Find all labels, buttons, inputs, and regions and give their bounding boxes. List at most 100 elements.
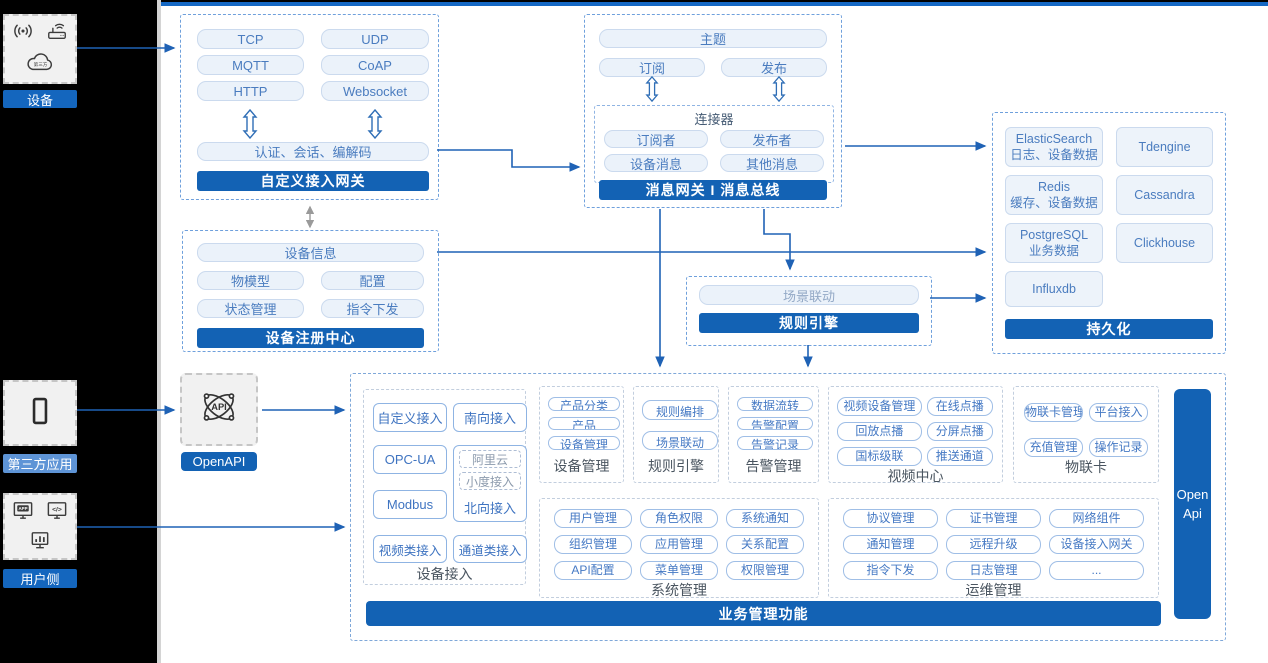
- pill-label: 用户管理: [568, 511, 617, 525]
- group-caption-text: 物联卡: [1065, 459, 1107, 475]
- device-side-label-text: 设备: [26, 92, 53, 108]
- scene-linkage-label: 场景联动: [782, 288, 835, 304]
- pill-label: 告警配置: [750, 418, 799, 431]
- device-info-pill: 设备信息: [197, 243, 424, 262]
- message-gateway-title-bar: 消息网关 I 消息总线: [599, 180, 827, 200]
- svg-text:API: API: [211, 402, 227, 412]
- message-gateway-box: 主题 订阅 发布 连接器 订阅者 发布者 设备消息 其他消息 消息网关 I 消息…: [584, 14, 842, 208]
- protocol-pill-udp: UDP: [321, 29, 429, 49]
- pill: 告警记录: [737, 436, 813, 451]
- pill-label: 通道类接入: [458, 543, 522, 558]
- pill-modbus: Modbus: [373, 490, 447, 519]
- pill-grid: 物联卡管理 平台接入 充值管理 操作记录: [1022, 403, 1150, 457]
- custom-gateway-box: TCP UDP MQTT CoAP HTTP Websocket 认证、会话、编…: [180, 14, 439, 200]
- db-desc: 日志、设备数据: [1010, 148, 1098, 162]
- pill-label: 设备管理: [559, 438, 608, 451]
- pill-grid: 用户管理 角色权限 系统通知 组织管理 应用管理 关系配置 API配置 菜单管理…: [548, 509, 810, 580]
- device-registry-box: 设备信息 物模型 配置 状态管理 指令下发 设备注册中心: [182, 230, 439, 352]
- pill: 操作记录: [1089, 438, 1148, 457]
- thing-model-pill: 物模型: [197, 271, 304, 290]
- pill: 告警配置: [737, 416, 813, 431]
- pill-label: 指令下发: [866, 563, 915, 577]
- pill: 回放点播: [837, 422, 922, 441]
- pill: 规则编排: [642, 400, 718, 420]
- topic-label: 主题: [699, 32, 726, 47]
- pill-label: 场景联动: [655, 435, 704, 450]
- pill-grid: 协议管理 证书管理 网络组件 通知管理 远程升级 设备接入网关 指令下发 日志管…: [837, 509, 1150, 580]
- thing-model-label: 物模型: [230, 274, 270, 289]
- custom-gateway-title: 自定义接入网关: [260, 173, 366, 189]
- openapi-label-text: OpenAPI: [192, 454, 246, 469]
- group-caption: 设备接入: [364, 564, 525, 584]
- pill: 证书管理: [946, 509, 1041, 528]
- group-system-mgmt: 用户管理 角色权限 系统通知 组织管理 应用管理 关系配置 API配置 菜单管理…: [539, 498, 819, 598]
- pill-label: 远程升级: [969, 537, 1018, 551]
- pill: 指令下发: [843, 561, 938, 580]
- user-side-label: 用户侧: [3, 569, 77, 588]
- device-side-label: 设备: [3, 90, 77, 108]
- group-alarm-mgmt: 数据流转 告警配置 告警记录 告警管理: [728, 386, 819, 483]
- app-icon: APP: [11, 499, 35, 527]
- updown-arrow-icon: [367, 108, 383, 144]
- device-registry-title-bar: 设备注册中心: [197, 328, 424, 348]
- pill-label: 网络组件: [1072, 511, 1121, 525]
- protocol-label: MQTT: [232, 57, 269, 73]
- openapi-vertical-bar: Open Api: [1174, 389, 1211, 619]
- persistence-title-bar: 持久化: [1005, 319, 1213, 339]
- pill-custom-access: 自定义接入: [373, 403, 447, 432]
- openapi-icon: API: [192, 382, 246, 437]
- pill: 系统通知: [726, 509, 804, 528]
- pill-label: 操作记录: [1094, 440, 1143, 454]
- pill: 菜单管理: [640, 561, 718, 580]
- pill: 产品: [548, 416, 620, 431]
- device-info-label: 设备信息: [284, 246, 337, 261]
- pill: 网络组件: [1049, 509, 1144, 528]
- group-caption-text: 系统管理: [651, 582, 707, 598]
- publisher-pill: 发布者: [720, 130, 824, 148]
- group-caption: 运维管理: [837, 580, 1150, 600]
- pill-label: 产品分类: [559, 399, 608, 411]
- cloud-icon: 第三方: [24, 50, 56, 78]
- pill: API配置: [554, 561, 632, 580]
- subscriber-pill: 订阅者: [604, 130, 708, 148]
- pill-south-access: 南向接入: [453, 403, 527, 432]
- pill: 分屏点播: [926, 422, 993, 441]
- pill-label: Modbus: [386, 497, 434, 512]
- user-side-label-text: 用户侧: [20, 572, 60, 587]
- config-pill: 配置: [321, 271, 424, 290]
- pill-label: 产品: [571, 418, 596, 431]
- pill: 充值管理: [1024, 438, 1083, 457]
- db-name: PostgreSQL: [1019, 227, 1089, 242]
- group-caption-text: 设备接入: [416, 566, 473, 582]
- scene-linkage-pill: 场景联动: [699, 285, 919, 305]
- pill-label: API配置: [571, 563, 615, 577]
- pill-label: 告警记录: [750, 438, 799, 451]
- custom-gateway-title-bar: 自定义接入网关: [197, 171, 429, 191]
- device-message-pill: 设备消息: [604, 154, 708, 172]
- pill-label: 组织管理: [568, 537, 617, 551]
- db-name: ElasticSearch: [1015, 131, 1093, 146]
- protocol-label: CoAP: [358, 57, 392, 73]
- group-video-center: 视频设备管理 在线点播 回放点播 分屏点播 国标级联 推送通道 视频中心: [828, 386, 1003, 484]
- pill-label: 自定义接入: [377, 411, 443, 426]
- panel-divider: [157, 0, 161, 663]
- north-access-label: 北向接入: [463, 501, 516, 516]
- group-ops-mgmt: 协议管理 证书管理 网络组件 通知管理 远程升级 设备接入网关 指令下发 日志管…: [828, 498, 1159, 598]
- pill: ...: [1049, 561, 1144, 580]
- openapi-label: OpenAPI: [181, 452, 257, 471]
- pill-label: 规则编排: [655, 405, 704, 419]
- db-name: Clickhouse: [1133, 235, 1196, 250]
- pill: 日志管理: [946, 561, 1041, 580]
- status-mgmt-label: 状态管理: [224, 302, 277, 317]
- svg-text:第三方: 第三方: [34, 61, 48, 68]
- user-icons-box: APP </>: [3, 493, 77, 560]
- pill-label: 推送通道: [935, 449, 984, 463]
- pill-label: 权限管理: [740, 563, 789, 577]
- pill: 推送通道: [926, 447, 993, 466]
- db-name: Cassandra: [1134, 187, 1195, 202]
- openapi-bar-line1: Open: [1176, 486, 1209, 502]
- command-label: 指令下发: [346, 302, 399, 317]
- protocol-pill-mqtt: MQTT: [197, 55, 304, 75]
